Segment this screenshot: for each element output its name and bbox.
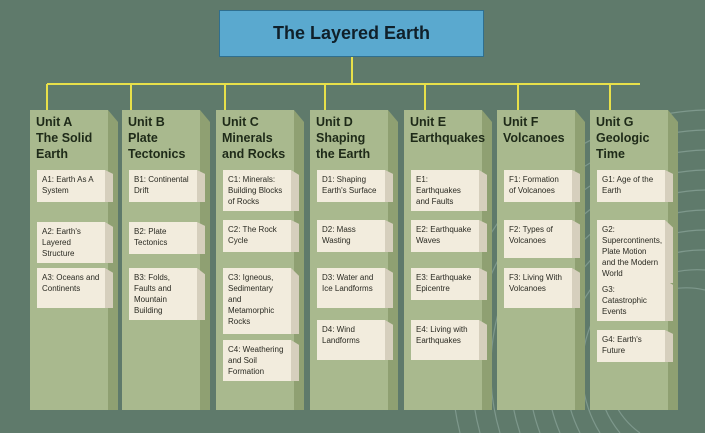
- topic-card: C1: Minerals: Building Blocks of Rocks: [223, 170, 291, 211]
- topic-card: G2: Supercontinents, Plate Motion and th…: [597, 220, 665, 283]
- unit-column-edge: [388, 110, 398, 410]
- unit-heading: Unit C Minerals and Rocks: [222, 115, 286, 161]
- unit-heading: Unit G Geologic Time: [596, 115, 650, 161]
- topic-card: G3: Catastrophic Events: [597, 280, 665, 321]
- topic-card: B1: Continental Drift: [129, 170, 197, 202]
- topic-card: A1: Earth As A System: [37, 170, 105, 202]
- unit-heading: Unit D Shaping the Earth: [316, 115, 371, 161]
- unit-column-edge: [575, 110, 585, 410]
- diagram-title: The Layered Earth: [219, 10, 484, 57]
- topic-card: E1: Earthquakes and Faults: [411, 170, 479, 211]
- topic-card: F1: Formation of Volcanoes: [504, 170, 572, 202]
- topic-card: E3: Earthquake Epicentre: [411, 268, 479, 300]
- topic-card: A2: Earth's Layered Structure: [37, 222, 105, 263]
- topic-card: C4: Weathering and Soil Formation: [223, 340, 291, 381]
- topic-card: D1: Shaping Earth's Surface: [317, 170, 385, 202]
- topic-card: C2: The Rock Cycle: [223, 220, 291, 252]
- topic-card: E2: Earthquake Waves: [411, 220, 479, 252]
- unit-column-edge: [668, 110, 678, 410]
- topic-card: C3: Igneous, Sedimentary and Metamorphic…: [223, 268, 291, 334]
- topic-card: F3: Living With Volcanoes: [504, 268, 572, 308]
- unit-column-edge: [108, 110, 118, 410]
- unit-heading: Unit B Plate Tectonics: [128, 115, 186, 161]
- topic-card: F2: Types of Volcanoes: [504, 220, 572, 258]
- unit-heading: Unit F Volcanoes: [503, 115, 565, 145]
- unit-heading: Unit E Earthquakes: [410, 115, 486, 145]
- unit-column-edge: [294, 110, 304, 410]
- topic-card: D3: Water and Ice Landforms: [317, 268, 385, 308]
- topic-card: G4: Earth's Future: [597, 330, 665, 362]
- topic-card: B3: Folds, Faults and Mountain Building: [129, 268, 197, 320]
- topic-card: A3: Oceans and Continents: [37, 268, 105, 308]
- unit-column-edge: [200, 110, 210, 410]
- unit-column-edge: [482, 110, 492, 410]
- topic-card: B2: Plate Tectonics: [129, 222, 197, 254]
- topic-card: D4: Wind Landforms: [317, 320, 385, 360]
- topic-card: D2: Mass Wasting: [317, 220, 385, 252]
- topic-card: E4: Living with Earthquakes: [411, 320, 479, 360]
- unit-heading: Unit A The Solid Earth: [36, 115, 93, 161]
- topic-card: G1: Age of the Earth: [597, 170, 665, 202]
